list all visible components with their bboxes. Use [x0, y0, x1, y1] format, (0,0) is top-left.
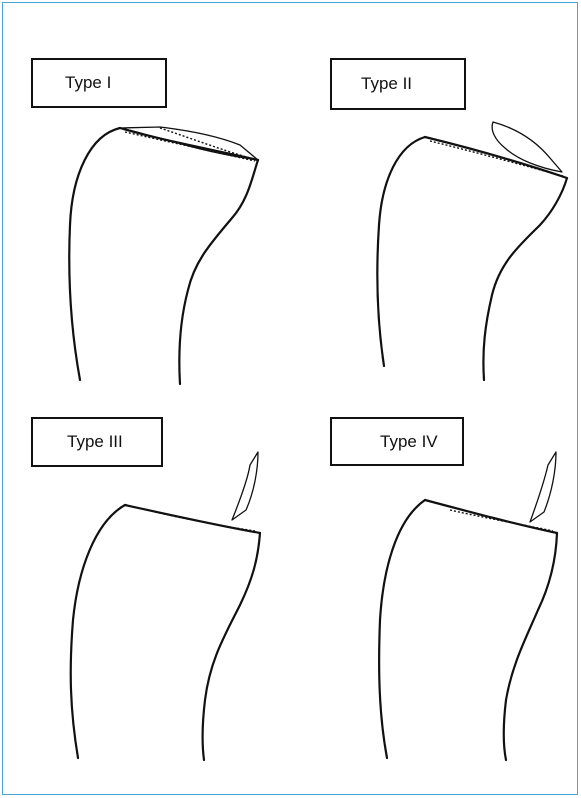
- type-i-bone-right-edge: [179, 160, 258, 384]
- type-iii-bone-right-edge: [203, 533, 260, 760]
- type-iii-articular-surface: [125, 505, 260, 533]
- type-iv-avulsion-fragment: [530, 452, 556, 522]
- type-i-bone-left-edge: [69, 128, 120, 380]
- type-iii-bone-left-edge: [71, 505, 125, 758]
- type-iii-bone-drawing: [71, 452, 260, 760]
- type-iii-avulsion-fragment: [232, 452, 258, 520]
- type-i-bone-drawing: [69, 127, 258, 384]
- type-iv-fracture-line: [450, 510, 553, 531]
- type-ii-bone-right-edge: [483, 178, 567, 380]
- type-iv-bone-drawing: [379, 452, 557, 760]
- type-iv-bone-left-edge: [379, 500, 425, 758]
- type-ii-fracture-line: [430, 141, 563, 176]
- type-iv-bone-right-edge: [504, 533, 557, 760]
- type-ii-bone-left-edge: [377, 137, 425, 366]
- type-ii-bone-drawing: [377, 122, 567, 380]
